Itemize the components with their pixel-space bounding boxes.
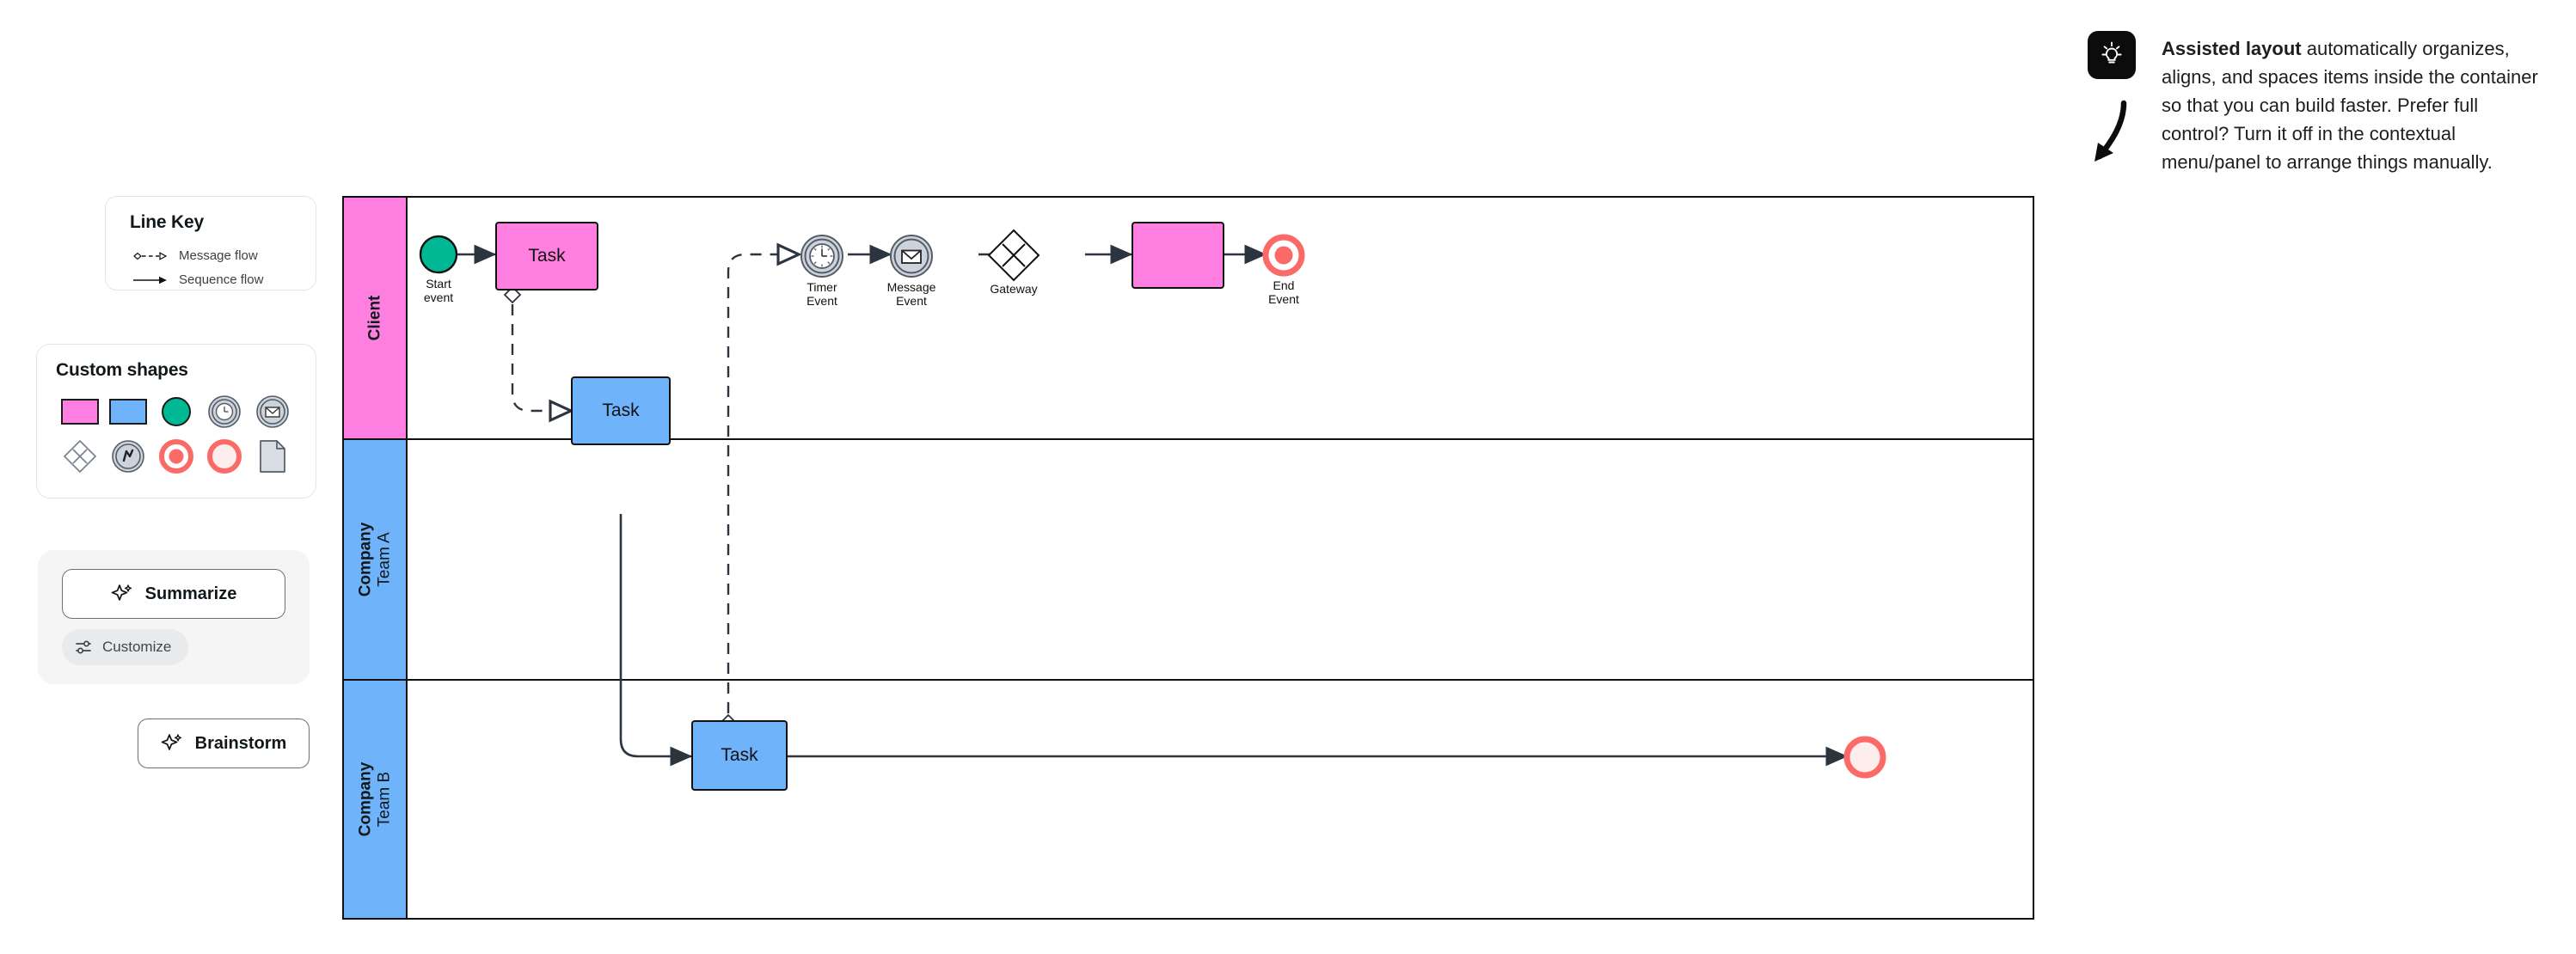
message-event-label: Message Event [886,280,936,308]
node-client-task-2[interactable] [1132,222,1224,289]
bpmn-pool[interactable]: Client Company Team A Company Team B [342,196,2034,920]
legend-item-sequence-flow: Sequence flow [130,272,263,287]
lane-label-org-a: Company [356,522,375,597]
timer-event-label: Timer Event [807,280,837,308]
shape-swatch-blue-rectangle[interactable] [106,393,150,431]
gateway-label: Gateway [990,282,1038,296]
lane-label-team-b: Team B [375,771,394,828]
timer-event-circle-icon [800,235,843,278]
lane-header-client[interactable]: Client [344,198,408,438]
sparkle-icon [161,734,181,750]
blue-rectangle-icon [109,399,147,425]
shape-swatch-green-circle[interactable] [154,393,199,431]
lane-team-b[interactable]: Company Team B [344,681,2033,918]
summarize-button[interactable]: Summarize [62,569,285,619]
annotation-text: Assisted layout automatically organizes,… [2162,34,2540,176]
end-event-icon [159,439,193,474]
node-team-b-task[interactable]: Task [691,720,788,791]
lightbulb-badge [2088,31,2136,79]
curved-down-arrow-icon [2095,100,2127,162]
sliders-icon [76,640,91,654]
team-a-task-label: Task [602,401,640,420]
sequence-flow-line-icon [133,276,167,284]
legend-label-message-flow: Message flow [179,248,258,263]
message-event-icon [256,395,289,428]
lane-label-client: Client [365,295,383,341]
green-circle-icon [162,397,191,426]
gateway-diamond-icon [63,439,97,474]
lane-header-team-a[interactable]: Company Team A [344,440,408,679]
lane-client[interactable]: Client [344,198,2033,440]
lane-label-team-a: Team A [375,532,394,587]
data-object-icon [260,440,285,473]
shape-swatch-data-object[interactable] [250,437,295,475]
shape-swatch-message-event[interactable] [250,393,295,431]
gateway-diamond-icon [987,229,1040,282]
shape-swatch-pink-rectangle[interactable] [58,393,102,431]
shape-swatch-timer-event[interactable] [202,393,247,431]
shape-swatch-signal-event[interactable] [106,437,150,475]
team-b-task-label: Task [721,745,758,765]
ai-actions-panel: Summarize Customize [38,550,310,684]
shape-swatch-gateway[interactable] [58,437,102,475]
node-timer-event[interactable]: Timer Event [800,234,844,308]
end-event-label: End Event [1268,278,1299,306]
timer-event-icon [208,395,241,428]
custom-shapes-grid [56,389,297,479]
custom-shapes-title: Custom shapes [56,360,188,380]
lane-header-team-b[interactable]: Company Team B [344,681,408,918]
shape-swatch-end-event[interactable] [154,437,199,475]
shape-swatch-terminate-event[interactable] [202,437,247,475]
node-gateway[interactable]: Gateway [987,229,1040,296]
client-task-label: Task [528,246,566,266]
start-event-circle-icon [419,235,458,274]
node-team-b-terminate-event[interactable] [1843,736,1886,779]
brainstorm-label: Brainstorm [194,733,287,753]
pink-rectangle-icon [61,399,99,425]
node-client-task[interactable]: Task [495,222,598,290]
node-end-event[interactable]: End Event [1262,234,1305,306]
end-event-circle-icon [1262,234,1305,277]
message-event-circle-icon [890,235,933,278]
start-event-label: Start event [423,277,454,304]
line-key-title: Line Key [130,212,204,232]
node-message-event[interactable]: Message Event [887,234,935,308]
lightbulb-icon [2101,41,2122,64]
custom-shapes-panel: Custom shapes [36,344,316,498]
summarize-label: Summarize [144,584,237,603]
sparkle-icon [111,584,132,601]
signal-event-icon [112,440,144,473]
customize-label: Customize [102,639,172,655]
legend-item-message-flow: Message flow [130,248,258,263]
node-team-a-task[interactable]: Task [571,376,671,445]
legend-label-sequence-flow: Sequence flow [179,272,264,287]
annotation-body: automatically organizes, aligns, and spa… [2162,38,2538,173]
message-flow-line-icon [133,251,168,260]
line-key-panel: Line Key Message flow Sequence flow [105,196,316,290]
node-start-event[interactable]: Start event [418,234,459,304]
annotation-bold-lead: Assisted layout [2162,38,2302,59]
terminate-event-icon [207,439,242,474]
lane-team-a[interactable]: Company Team A [344,440,2033,681]
lane-label-org-b: Company [356,761,375,837]
customize-chip-button[interactable]: Customize [62,629,189,665]
brainstorm-button[interactable]: Brainstorm [138,719,310,768]
terminate-event-circle-icon [1843,736,1886,779]
